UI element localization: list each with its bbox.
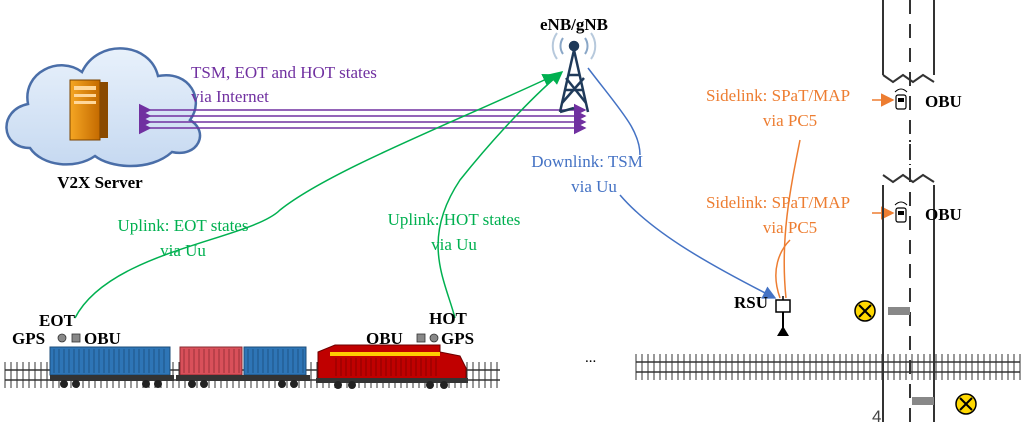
base-station-label: eNB/gNB	[540, 15, 608, 34]
crossing-sign-upper-icon	[854, 300, 910, 322]
uplink-hot-arrow	[437, 71, 564, 319]
gps-hot-label: GPS	[441, 329, 474, 348]
sidelink-1-arrow	[783, 139, 801, 299]
cell-tower-icon	[551, 32, 597, 114]
uplink-hot-label-line2: via Uu	[431, 235, 477, 254]
road	[882, 0, 935, 422]
road-marker-label: 4	[872, 407, 881, 422]
container-car-2	[176, 346, 310, 388]
downlink-arrow	[587, 67, 775, 298]
container-car-1	[49, 346, 174, 388]
obu-vehicle-2-label: OBU	[925, 205, 962, 224]
crossing-sign-lower-icon	[912, 393, 977, 415]
internet-links	[138, 103, 587, 135]
eot-label: EOT	[39, 311, 76, 330]
downlink-label-line2: via Uu	[571, 177, 617, 196]
sidelink-2-label-line2: via PC5	[763, 218, 817, 237]
gps-eot-label: GPS	[12, 329, 45, 348]
eot-device-icon	[57, 333, 81, 343]
hot-device-icon	[416, 333, 439, 343]
uplink-hot-label-line1: Uplink: HOT states	[388, 210, 521, 229]
obu-eot-label: OBU	[84, 329, 121, 348]
obu-vehicle-1-label: OBU	[925, 92, 962, 111]
sidelink-1-label-line2: via PC5	[763, 111, 817, 130]
downlink-label-line1: Downlink: TSM	[531, 152, 643, 171]
uplink-eot-arrow	[74, 74, 557, 319]
hot-label: HOT	[429, 309, 467, 328]
railway-track-right	[635, 354, 1021, 380]
vehicle-2-icon	[894, 201, 908, 223]
internet-label-line2: via Internet	[191, 87, 269, 106]
server-label: V2X Server	[57, 173, 143, 192]
rsu-label: RSU	[734, 293, 768, 312]
rsu-icon	[775, 296, 791, 336]
sidelink-2-label-line1: Sidelink: SPaT/MAP	[706, 193, 850, 212]
obu-hot-label: OBU	[366, 329, 403, 348]
train	[49, 333, 468, 389]
uplink-eot-label-line2: via Uu	[160, 241, 206, 260]
sidelink-1-label-line1: Sidelink: SPaT/MAP	[706, 86, 850, 105]
internet-label-line1: TSM, EOT and HOT states	[191, 63, 377, 82]
locomotive	[316, 344, 468, 389]
ellipsis-label: ...	[585, 350, 596, 366]
uplink-eot-label-line1: Uplink: EOT states	[118, 216, 249, 235]
vehicle-1-icon	[894, 88, 908, 110]
sidelink-2-arrow	[775, 239, 791, 299]
v2x-server-cloud	[5, 47, 202, 168]
server-icon	[69, 79, 108, 141]
